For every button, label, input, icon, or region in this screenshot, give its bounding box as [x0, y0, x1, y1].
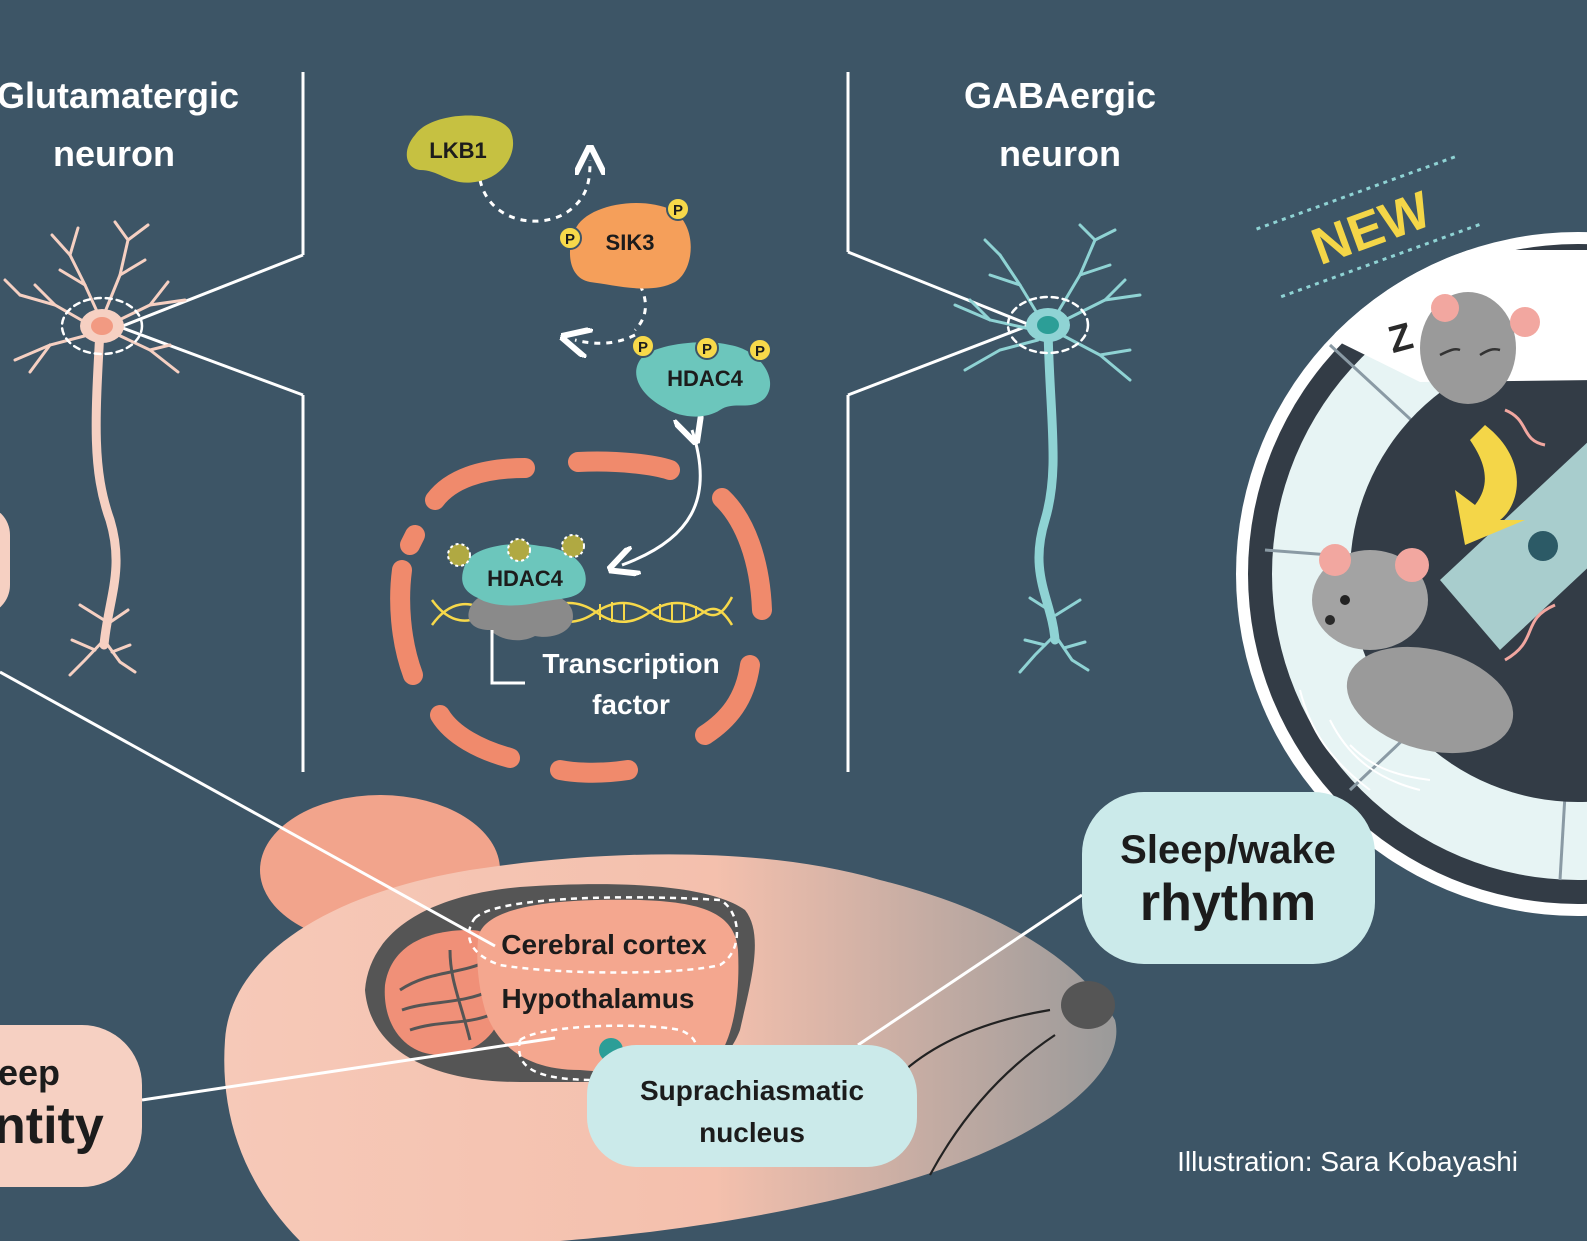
- quantity-label-line2: ntity: [0, 1097, 104, 1155]
- gabaergic-label-line2: neuron: [999, 133, 1121, 174]
- connector-lines: [0, 670, 1083, 1102]
- partial-left-callout: [0, 512, 10, 608]
- phospho-hdac4-a: P: [631, 334, 655, 358]
- scn-callout: [587, 1045, 917, 1167]
- cerebellum-shape: [384, 930, 505, 1055]
- rhythm-callout: [1082, 792, 1375, 964]
- hdac4-cytoplasm-label: HDAC4: [667, 366, 744, 391]
- lkb1-shape: [406, 115, 514, 183]
- hdac4-cytoplasm-shape: [636, 342, 771, 417]
- transcription-factor-pointer: [490, 630, 525, 685]
- mouse-head-illustration: [224, 795, 1117, 1241]
- svg-text:P: P: [638, 339, 648, 356]
- quantity-callout: [0, 1025, 142, 1187]
- cortex-label: Cerebral cortex: [501, 929, 707, 960]
- mouse-whiskers: [904, 1008, 1056, 1176]
- glutamatergic-label-line2: neuron: [53, 133, 175, 174]
- transcription-factor-shape: [468, 592, 573, 641]
- phospho-hdac4-b: P: [695, 336, 719, 360]
- gabaergic-neuron-icon: [953, 223, 1142, 674]
- hdac4-nucleus-label: HDAC4: [487, 566, 564, 591]
- phospho-sik3-b: P: [666, 197, 690, 221]
- panel-dividers: [119, 72, 1031, 772]
- transcription-factor-label-line2: factor: [592, 689, 670, 720]
- svg-text:NEW: NEW: [1304, 180, 1439, 276]
- rhythm-label-line2: rhythm: [1140, 874, 1316, 932]
- lkb1-label: LKB1: [429, 138, 486, 163]
- glutamatergic-neuron-icon: [3, 220, 187, 677]
- transcription-factor-label-line1: Transcription: [542, 648, 719, 679]
- dephosphorylated-sites: [447, 534, 585, 567]
- pathway-arrows: [478, 160, 647, 343]
- hdac4-nucleus-shape: [462, 544, 586, 606]
- sleeping-mouse-icon: [1420, 292, 1546, 447]
- illustration-credit: Illustration: Sara Kobayashi: [1177, 1146, 1518, 1177]
- glutamatergic-label-line1: Glutamatergic: [0, 75, 239, 116]
- scn-label-line2: nucleus: [699, 1117, 805, 1148]
- hypothalamus-label: Hypothalamus: [502, 983, 695, 1014]
- running-wheel-illustration: Z: [1236, 232, 1587, 916]
- sik3-shape: [569, 202, 691, 289]
- phospho-sik3-a: P: [558, 226, 582, 250]
- sik3-label: SIK3: [606, 230, 655, 255]
- region-outlines: [467, 896, 739, 1082]
- svg-text:P: P: [673, 202, 683, 219]
- gabaergic-label-line1: GABAergic: [964, 75, 1156, 116]
- quantity-label-line1: eep: [0, 1052, 60, 1093]
- running-mouse-icon: [1299, 544, 1556, 791]
- svg-text:P: P: [755, 343, 765, 360]
- mouse-nose: [1061, 981, 1115, 1029]
- svg-text:P: P: [702, 341, 712, 358]
- rhythm-label-line1: Sleep/wake: [1120, 828, 1336, 872]
- transition-arrow-icon: [1455, 425, 1525, 545]
- nuclear-envelope: [390, 451, 772, 783]
- phospho-groups: P P P P P: [558, 197, 772, 362]
- svg-text:P: P: [565, 231, 575, 248]
- phospho-hdac4-c: P: [748, 338, 772, 362]
- nuclear-transport-arrow: [622, 430, 700, 565]
- scn-label-line1: Suprachiasmatic: [640, 1075, 864, 1106]
